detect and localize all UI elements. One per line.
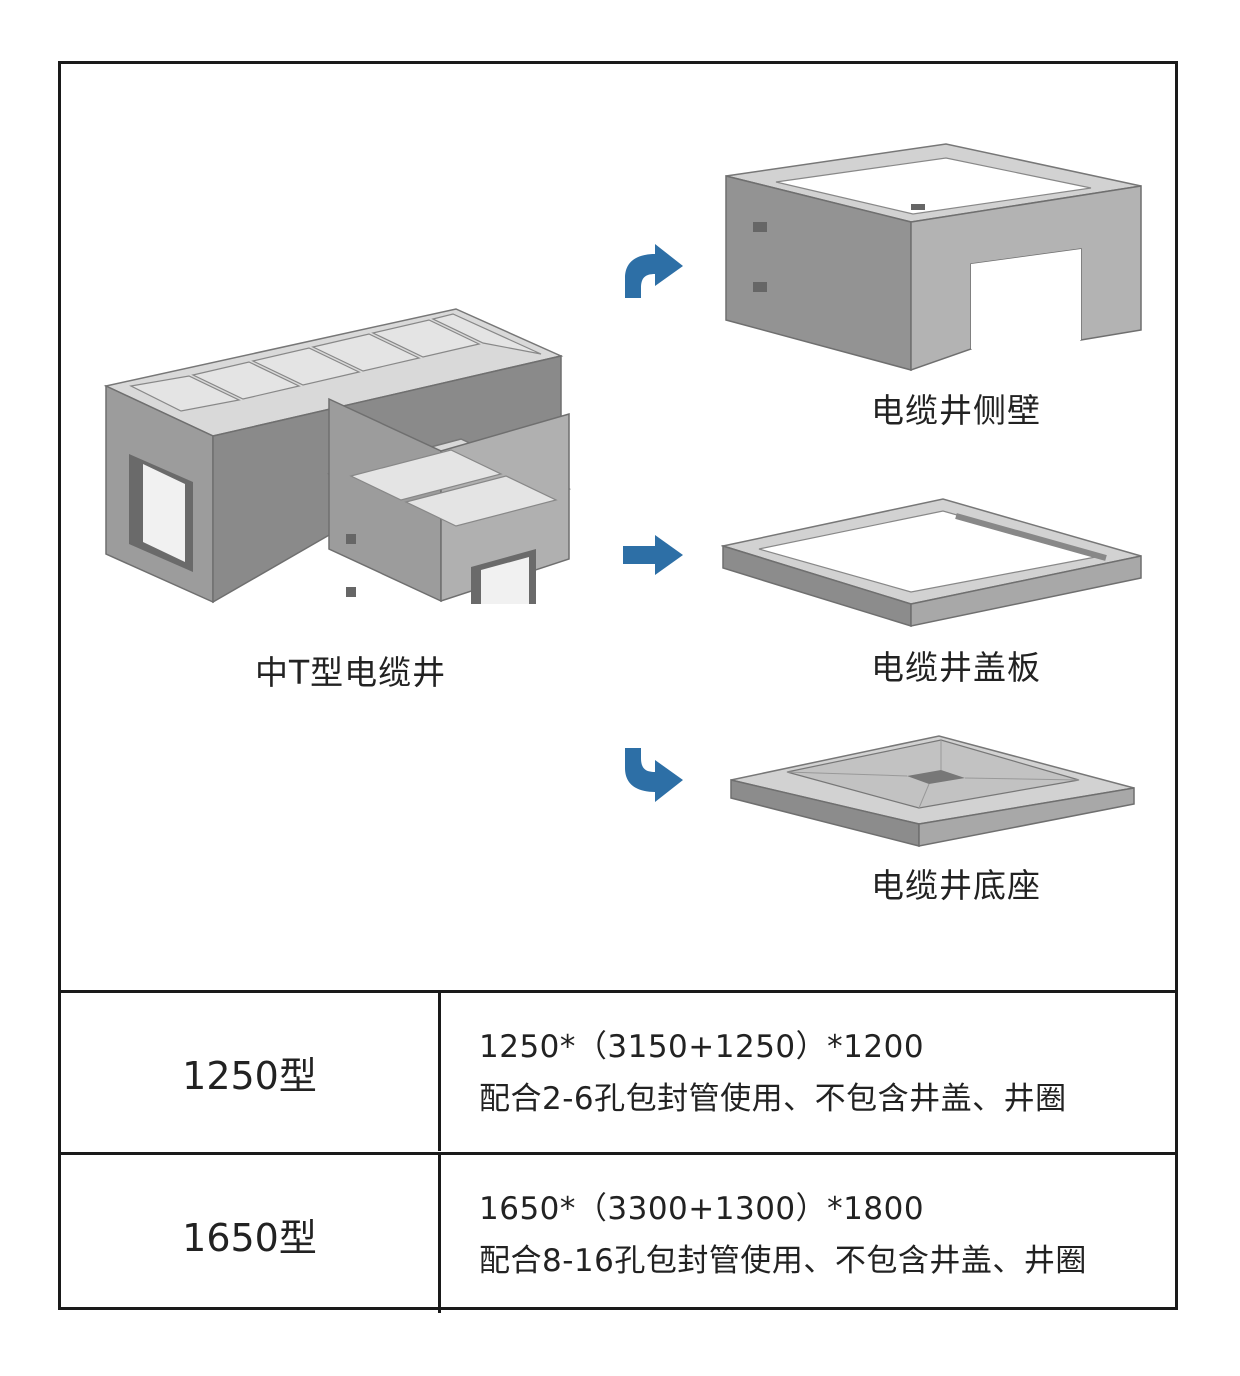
spec-row: 1250型 1250*（3150+1250）*1200 配合2-6孔包封管使用、… (61, 993, 1175, 1151)
side-wall-illustration (725, 143, 1142, 372)
description-cell: 1650*（3300+1300）*1800 配合8-16孔包封管使用、不包含井盖… (479, 1183, 1087, 1287)
note-text: 配合2-6孔包封管使用、不包含井盖、井圈 (479, 1081, 1067, 1117)
t-cable-well-illustration (103, 308, 572, 604)
dimensions-text: 1250*（3150+1250）*1200 (479, 1029, 925, 1065)
curved-down-arrow-icon (625, 748, 683, 802)
caption-side-wall: 电缆井侧壁 (871, 391, 1041, 430)
spec-row: 1650型 1650*（3300+1300）*1800 配合8-16孔包封管使用… (61, 1152, 1175, 1313)
dimensions-text: 1650*（3300+1300）*1800 (479, 1191, 925, 1227)
caption-main-well: 中T型电缆井 (255, 653, 447, 692)
product-frame: 中T型电缆井 电缆井侧壁 (58, 61, 1178, 1313)
note-text: 配合8-16孔包封管使用、不包含井盖、井圈 (479, 1243, 1087, 1279)
base-illustration (730, 735, 1135, 847)
spec-table: 1250型 1250*（3150+1250）*1200 配合2-6孔包封管使用、… (61, 990, 1175, 1313)
model-cell: 1650型 (61, 1155, 441, 1313)
caption-cover-plate: 电缆井盖板 (871, 648, 1041, 687)
cover-plate-illustration (721, 498, 1142, 628)
caption-base: 电缆井底座 (871, 866, 1041, 905)
diagram-area: 中T型电缆井 电缆井侧壁 (61, 64, 1175, 992)
curved-up-arrow-icon (625, 244, 683, 298)
model-cell: 1250型 (61, 993, 441, 1151)
right-arrow-icon (623, 535, 683, 575)
description-cell: 1250*（3150+1250）*1200 配合2-6孔包封管使用、不包含井盖、… (479, 1021, 1067, 1125)
